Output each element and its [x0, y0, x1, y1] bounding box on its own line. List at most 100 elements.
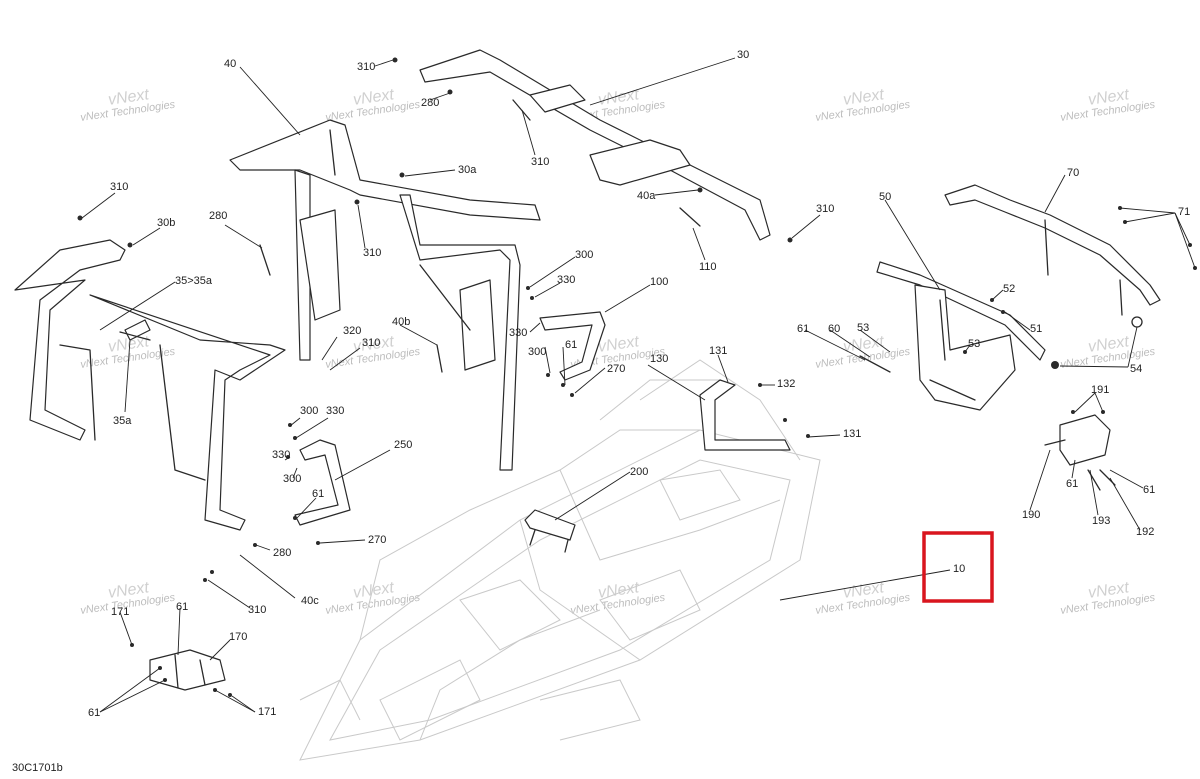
callout-label-30a: 30a: [458, 164, 477, 176]
watermark-line1: vNext: [597, 333, 640, 356]
callout-label-61: 61: [176, 601, 188, 613]
callout-labels: 30 40 310 280 310 30a 310 280 40a 310 110 310 30b 35>…: [88, 49, 1190, 719]
callout-label-35-35a: 35>35a: [175, 275, 213, 287]
callout-label-61: 61: [312, 488, 324, 500]
callout-label-310: 310: [362, 337, 380, 349]
watermark-line1: vNext: [1087, 86, 1130, 109]
callout-label-50: 50: [879, 191, 891, 203]
callout-label-61: 61: [88, 707, 100, 719]
callout-label-320: 320: [343, 325, 361, 337]
callout-label-300: 300: [528, 346, 546, 358]
callout-label-280: 280: [273, 547, 291, 559]
watermark-line1: vNext: [107, 579, 150, 602]
callout-label-270: 270: [368, 534, 386, 546]
callout-label-270: 270: [607, 363, 625, 375]
part-30-upper-bar: [419, 49, 771, 241]
watermark-line1: vNext: [842, 333, 885, 356]
callout-label-300: 300: [300, 405, 318, 417]
callout-label-131: 131: [709, 345, 727, 357]
callout-label-100: 100: [650, 276, 668, 288]
watermark-line1: vNext: [1087, 579, 1130, 602]
callout-label-192: 192: [1136, 526, 1154, 538]
callout-label-131: 131: [843, 428, 861, 440]
main-frame-part-10: [299, 359, 821, 761]
callout-label-61: 61: [797, 323, 809, 335]
part-40-roll-cage-front: [229, 119, 541, 471]
callout-label-61: 61: [1143, 484, 1155, 496]
callout-label-61: 61: [565, 339, 577, 351]
watermark-line1: vNext: [597, 579, 640, 602]
callout-label-71: 71: [1178, 206, 1190, 218]
callout-label-280: 280: [209, 210, 227, 222]
watermark-line1: vNext: [107, 333, 150, 356]
leader-lines: [81, 57, 1196, 713]
callout-label-61: 61: [1066, 478, 1078, 490]
callout-label-200: 200: [630, 466, 648, 478]
part-35-rear-cage: [14, 239, 286, 531]
callout-label-330: 330: [509, 327, 527, 339]
part-70-rear-bar: [944, 184, 1161, 316]
callout-label-30: 30: [737, 49, 749, 61]
callout-label-310: 310: [357, 61, 375, 73]
part-130-brace: [699, 379, 791, 451]
part-200-bracket: [524, 509, 576, 553]
callout-label-130: 130: [650, 353, 668, 365]
callout-label-171: 171: [111, 606, 129, 618]
watermark-line1: vNext: [1087, 333, 1130, 356]
callout-label-310: 310: [816, 203, 834, 215]
callout-label-53: 53: [857, 322, 869, 334]
callout-label-132: 132: [777, 378, 795, 390]
callout-label-171: 171: [258, 706, 276, 718]
watermark-line1: vNext: [352, 579, 395, 602]
drawing-code: 30C1701b: [12, 762, 63, 774]
callout-label-70: 70: [1067, 167, 1079, 179]
callout-label-300: 300: [575, 249, 593, 261]
callout-label-330: 330: [326, 405, 344, 417]
callout-label-51: 51: [1030, 323, 1042, 335]
callout-label-110: 110: [699, 261, 717, 273]
callout-label-330: 330: [557, 274, 575, 286]
callout-label-310: 310: [531, 156, 549, 168]
part-100-brace: [539, 311, 606, 381]
highlight-box-part-10: [922, 531, 994, 603]
callout-label-191: 191: [1091, 384, 1109, 396]
callout-label-310: 310: [110, 181, 128, 193]
watermark-line1: vNext: [842, 86, 885, 109]
watermark-line1: vNext: [107, 86, 150, 109]
callout-label-54: 54: [1130, 363, 1142, 375]
part-170-bracket: [149, 649, 226, 691]
callout-label-190: 190: [1022, 509, 1040, 521]
callout-label-10: 10: [953, 563, 965, 575]
callout-label-35a: 35a: [113, 415, 132, 427]
callout-label-193: 193: [1092, 515, 1110, 527]
callout-label-300: 300: [283, 473, 301, 485]
part-50-rear-frame: [876, 261, 1046, 411]
callout-label-40b: 40b: [392, 316, 410, 328]
part-190-bracket: [1044, 414, 1111, 466]
callout-label-30b: 30b: [157, 217, 175, 229]
watermark-line1: vNext: [352, 86, 395, 109]
callout-label-310: 310: [363, 247, 381, 259]
callout-label-250: 250: [394, 439, 412, 451]
callout-label-40a: 40a: [637, 190, 656, 202]
callout-label-170: 170: [229, 631, 247, 643]
callout-label-280: 280: [421, 97, 439, 109]
callout-label-40c: 40c: [301, 595, 319, 607]
callout-label-330: 330: [272, 449, 290, 461]
callout-label-52: 52: [1003, 283, 1015, 295]
callout-label-40: 40: [224, 58, 236, 70]
part-250-side-brace: [294, 439, 351, 526]
callout-label-53: 53: [968, 338, 980, 350]
watermark-line1: vNext: [352, 333, 395, 356]
